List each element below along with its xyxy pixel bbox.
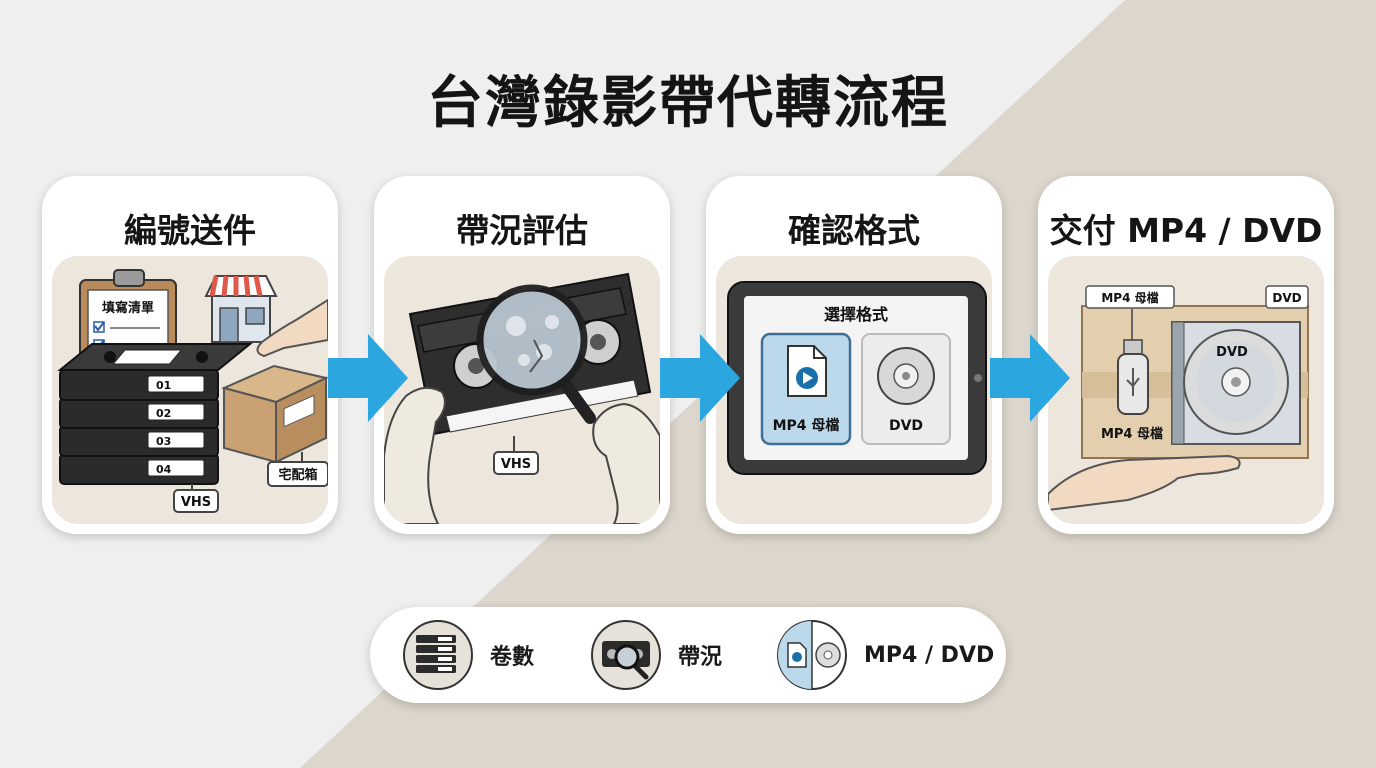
- play-icon: [803, 372, 813, 384]
- step-card-format: 確認格式 選擇格式 MP4 母檔: [706, 176, 1002, 534]
- magnifier-icon: [476, 284, 596, 424]
- flow-arrow: [660, 334, 740, 422]
- svg-text:01: 01: [156, 379, 171, 392]
- option-mp4[interactable]: MP4 母檔: [760, 332, 852, 446]
- dvd-case-icon: DVD: [1171, 321, 1301, 445]
- step-illustration: MP4 母檔 DVD MP4 母檔 DVD: [1048, 256, 1324, 524]
- legend-label: 卷數: [490, 645, 535, 670]
- legend-label: MP4 / DVD: [864, 642, 995, 668]
- option-dvd-label: DVD: [889, 418, 923, 434]
- checklist-label: 填寫清單: [102, 300, 154, 316]
- disc-label: DVD: [1216, 345, 1248, 360]
- step-card-submit: 編號送件 填寫清單: [42, 176, 338, 534]
- legend-item-condition: 帶況: [590, 619, 722, 691]
- box-label: 宅配箱: [278, 467, 317, 483]
- step-card-assess: 帶況評估: [374, 176, 670, 534]
- legend-bar: 卷數 帶況 MP4 / DVD: [370, 607, 1006, 703]
- flow-arrow: [328, 334, 408, 422]
- vhs-label: VHS: [501, 457, 531, 472]
- tape-stack-icon: [403, 620, 473, 690]
- svg-text:04: 04: [156, 463, 172, 476]
- step-title: 帶況評估: [456, 211, 588, 250]
- step-title: 編號送件: [124, 211, 256, 250]
- file-disc-icon: [777, 620, 847, 690]
- usb-tag-label: MP4 母檔: [1101, 290, 1158, 305]
- legend-item-format: MP4 / DVD: [776, 619, 994, 691]
- vhs-label: VHS: [181, 495, 211, 510]
- legend-label: 帶況: [678, 645, 723, 670]
- step-illustration: VHS: [384, 256, 660, 524]
- legend-item-count: 卷數: [402, 619, 534, 691]
- page-title: 台灣錄影帶代轉流程: [427, 71, 949, 136]
- step-card-deliver: 交付 MP4 / DVD MP4 母檔 DVD MP4 母檔: [1038, 176, 1334, 534]
- tape-magnifier-icon: [591, 620, 661, 690]
- screen-title: 選擇格式: [824, 305, 888, 324]
- step-title: 交付 MP4 / DVD: [1049, 211, 1323, 250]
- option-dvd[interactable]: DVD: [861, 333, 951, 445]
- svg-text:03: 03: [156, 435, 171, 448]
- usb-caption: MP4 母檔: [1101, 426, 1163, 442]
- usb-drive-icon: [1117, 308, 1149, 415]
- shipping-box-icon: [220, 364, 328, 464]
- vhs-tape-stack-icon: 04 03 02 01: [57, 343, 253, 485]
- step-illustration: 選擇格式 MP4 母檔 DVD: [716, 256, 992, 524]
- step-title: 確認格式: [788, 211, 920, 250]
- dvd-tag-label: DVD: [1272, 291, 1301, 305]
- svg-text:02: 02: [156, 407, 171, 420]
- option-mp4-label: MP4 母檔: [773, 417, 840, 434]
- shop-icon: [204, 275, 278, 343]
- flow-arrow: [990, 334, 1070, 422]
- step-illustration: 填寫清單: [52, 256, 328, 524]
